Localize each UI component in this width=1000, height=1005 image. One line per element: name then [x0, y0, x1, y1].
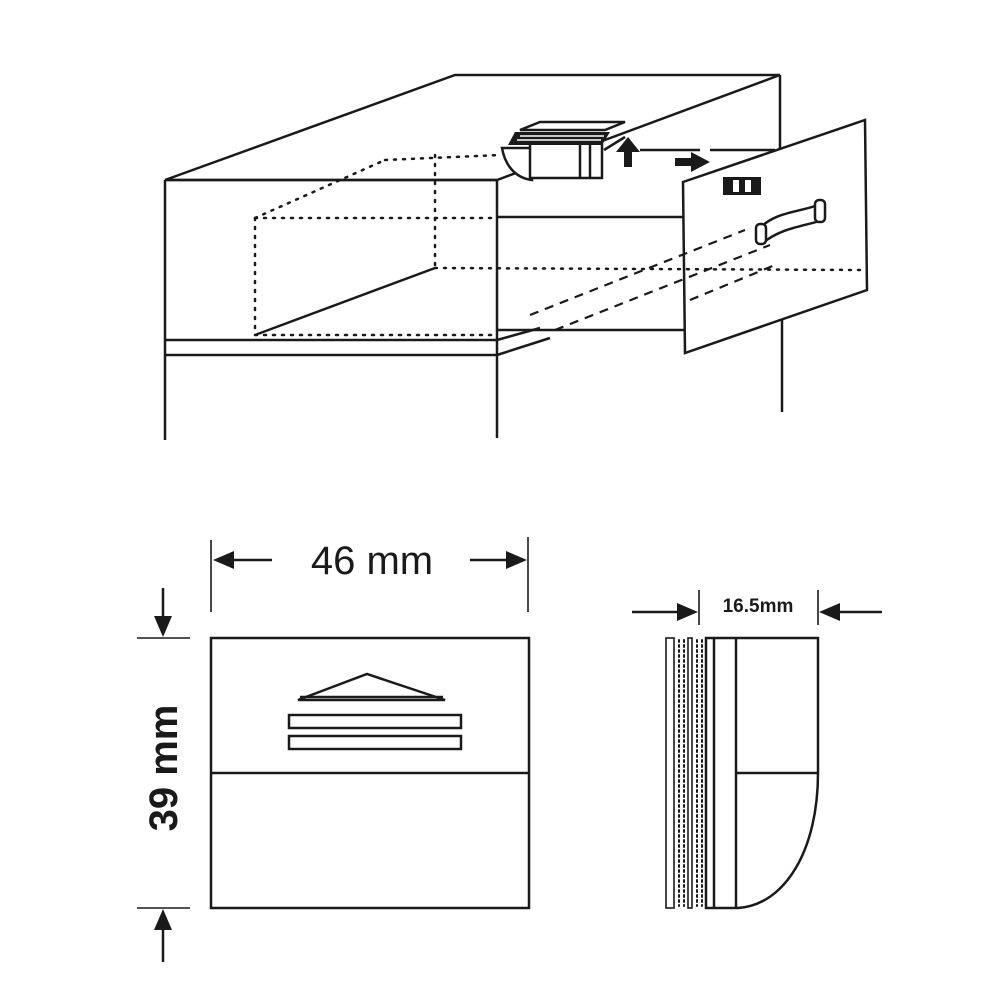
drawer-handle-icon	[754, 198, 827, 246]
latch-front-body	[209, 636, 531, 910]
grip-bar	[287, 713, 463, 730]
drawer-strike-plate	[723, 177, 761, 195]
depth-dimension: 16.5mm	[632, 590, 882, 625]
depth-label: 16.5mm	[723, 596, 794, 617]
right-arrow-icon	[675, 152, 710, 172]
width-dimension: 46 mm	[210, 537, 529, 612]
side-view: 16.5mm	[632, 590, 882, 910]
grip-bar	[287, 734, 463, 751]
arrow-left-icon	[213, 551, 234, 569]
height-label: 39 mm	[142, 705, 186, 832]
latch-side-profile	[665, 636, 820, 910]
push-triangle-icon	[297, 672, 446, 702]
arrow-left-icon	[819, 603, 840, 621]
cabinet-body	[163, 73, 784, 440]
front-view: 46 mm 39 mm	[137, 537, 531, 962]
width-label: 46 mm	[311, 539, 433, 583]
arrow-right-icon	[506, 551, 527, 569]
arrow-up-icon	[154, 909, 172, 930]
cabinet-illustration	[163, 73, 869, 440]
up-arrow-icon	[616, 137, 640, 167]
arrow-down-icon	[154, 616, 172, 637]
arrow-right-icon	[677, 603, 698, 621]
cabinet-latch	[500, 120, 775, 182]
height-dimension: 39 mm	[137, 588, 190, 962]
